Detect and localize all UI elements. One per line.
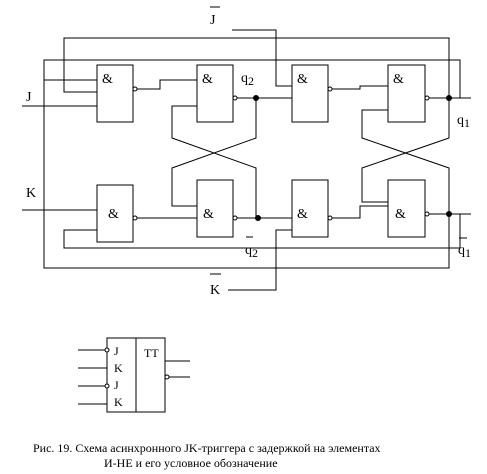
gate-label: & xyxy=(108,207,119,222)
gate-label: & xyxy=(393,72,404,87)
nand-gate-2: & xyxy=(196,64,238,123)
symbol-pin-4: K xyxy=(114,395,123,409)
q2-bar-subscript: 2 xyxy=(252,246,258,260)
label-j: J xyxy=(26,90,32,105)
cross-couple-stage1-a xyxy=(171,98,257,207)
gate-label: & xyxy=(297,207,308,222)
label-q1-bar: q1 xyxy=(458,243,471,260)
gate-label: & xyxy=(297,72,308,87)
junction-q1bar xyxy=(446,211,452,217)
junction-q1 xyxy=(446,95,452,101)
label-j-bar: J xyxy=(210,13,216,28)
cross-couple-stage1-b xyxy=(171,105,257,218)
nand-gate-6: & xyxy=(196,179,238,238)
wire-g1-g2 xyxy=(133,79,197,90)
jk-trigger-symbol: TT J K J K xyxy=(78,337,190,413)
gate-label: & xyxy=(395,207,406,222)
q1-subscript: 1 xyxy=(464,116,470,130)
junction-q2bar xyxy=(255,215,261,221)
nand-gate-7: & xyxy=(291,179,333,238)
gate-label: & xyxy=(203,207,214,222)
wire-g3-g4 xyxy=(328,85,388,90)
nand-gate-3: & xyxy=(291,64,333,123)
cross-couple-stage2-b xyxy=(361,109,450,214)
label-q2-bar: q2 xyxy=(245,243,258,260)
label-q2: q2 xyxy=(241,71,254,88)
gate-label: & xyxy=(202,72,213,87)
symbol-pin-2: K xyxy=(114,361,123,375)
wire-g7-g8 xyxy=(328,205,388,219)
symbol-title: TT xyxy=(144,346,159,360)
q2-letter: q xyxy=(241,71,248,86)
q1-bar-subscript: 1 xyxy=(465,246,471,260)
nand-gate-1: & xyxy=(96,64,138,123)
outer-feedback-top xyxy=(63,37,450,98)
nand-gate-4: & xyxy=(387,64,430,123)
label-k: K xyxy=(26,186,36,201)
symbol-pin-1: J xyxy=(114,344,119,358)
cross-couple-stage2-a xyxy=(361,98,450,203)
q1-letter: q xyxy=(457,113,464,128)
label-k-bar: K xyxy=(210,283,220,298)
junction-q2 xyxy=(253,95,259,101)
k-bar-input-wire xyxy=(228,229,292,291)
q1-bar-letter: q xyxy=(458,243,465,258)
q2-bar-letter: q xyxy=(245,243,252,258)
nand-gate-5: & xyxy=(96,184,138,243)
nand-gate-8: & xyxy=(387,179,430,238)
gate-label: & xyxy=(102,72,113,87)
caption-line-1: Рис. 19. Схема асинхронного JK-триггера … xyxy=(33,441,381,455)
j-bar-input-wire xyxy=(232,29,292,87)
symbol-pin-3: J xyxy=(114,378,119,392)
cross-feedback-lower-gate xyxy=(43,59,461,120)
q2-subscript: 2 xyxy=(248,74,254,88)
caption-line-2: И-НЕ и его условное обозначение xyxy=(104,456,278,470)
label-q1: q1 xyxy=(457,113,470,130)
outer-feedback-bottom xyxy=(43,79,450,269)
